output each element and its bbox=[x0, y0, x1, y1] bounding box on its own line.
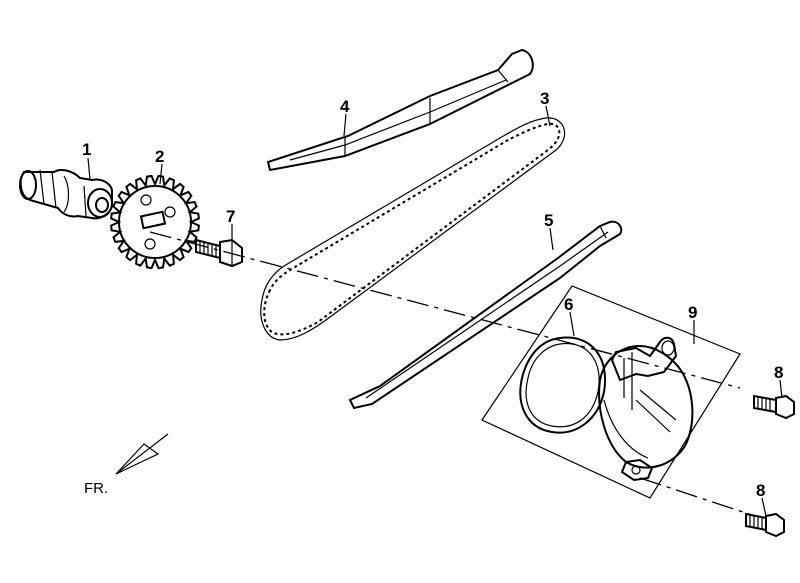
callout-8-lower: 8 bbox=[756, 481, 765, 500]
front-direction-arrow-icon bbox=[115, 433, 169, 475]
callout-6: 6 bbox=[564, 295, 573, 314]
chain-guide-upper bbox=[266, 48, 534, 172]
leader-lines bbox=[87, 105, 783, 517]
callout-7: 7 bbox=[226, 207, 235, 226]
callout-9: 9 bbox=[688, 303, 697, 322]
callout-1: 1 bbox=[82, 140, 91, 159]
tensioner-body bbox=[598, 336, 694, 482]
sprocket-bolt bbox=[195, 238, 243, 268]
timing-chain bbox=[260, 117, 566, 341]
callout-2: 2 bbox=[155, 147, 164, 166]
tensioner-bolt-upper bbox=[753, 394, 795, 420]
callout-3: 3 bbox=[540, 89, 549, 108]
callouts: 1 2 3 4 5 6 7 9 8 8 bbox=[82, 89, 783, 500]
tensioner-bolt-lower bbox=[745, 512, 785, 538]
callout-8-upper: 8 bbox=[774, 363, 783, 382]
camshaft bbox=[19, 169, 113, 220]
tensioner-gasket bbox=[519, 336, 607, 434]
callout-5: 5 bbox=[544, 211, 553, 230]
cam-sprocket bbox=[110, 174, 200, 270]
tensioner-assembly-box bbox=[481, 285, 741, 499]
chain-tensioner-guide bbox=[348, 220, 623, 410]
callout-4: 4 bbox=[340, 97, 350, 116]
front-direction-label: FR. bbox=[84, 480, 108, 497]
